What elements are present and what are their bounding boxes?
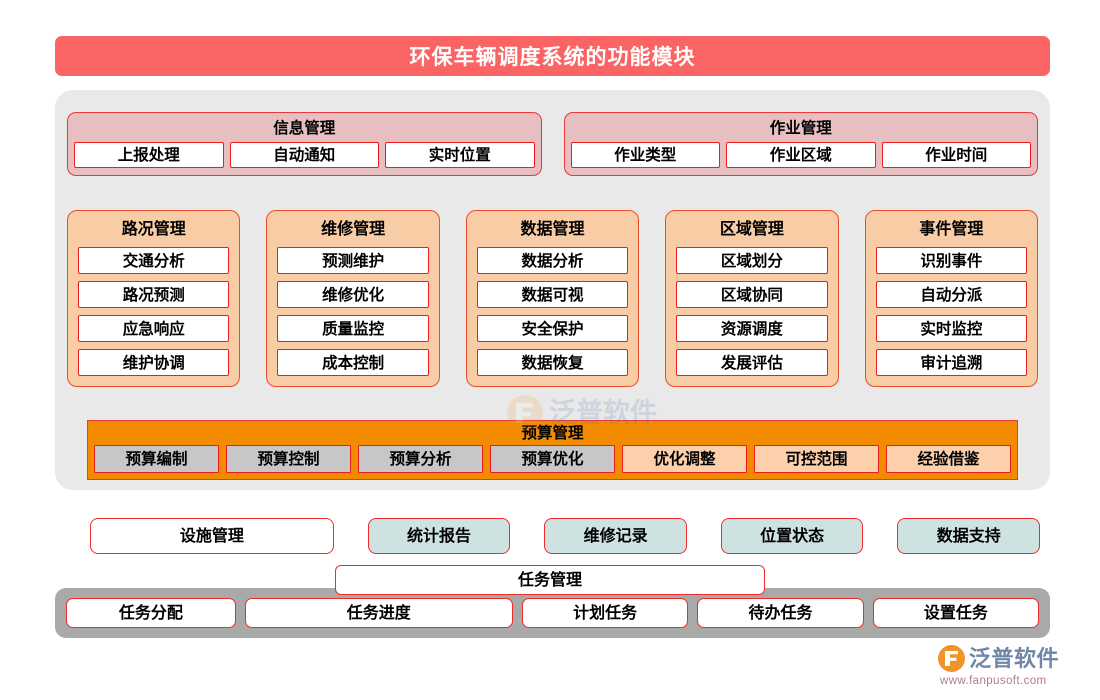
module-item[interactable]: 上报处理 (74, 142, 224, 168)
fanpu-logo-icon (938, 645, 965, 672)
module-item[interactable]: 数据恢复 (476, 349, 629, 376)
orange-group-row: 路况管理 交通分析 路况预测 应急响应 维护协调 维修管理 预测维护 维修优化 … (67, 210, 1039, 387)
group-title: 事件管理 (919, 221, 984, 238)
module-item[interactable]: 区域协同 (676, 281, 828, 308)
module-item[interactable]: 可控范围 (754, 445, 879, 473)
group-road-management: 路况管理 交通分析 路况预测 应急响应 维护协调 (67, 210, 241, 387)
page-title: 环保车辆调度系统的功能模块 (409, 46, 696, 69)
module-item[interactable]: 维修优化 (277, 281, 429, 308)
module-item[interactable]: 维护协调 (78, 349, 230, 376)
task-item-settings[interactable]: 设置任务 (872, 598, 1039, 628)
module-item[interactable]: 优化调整 (622, 445, 747, 473)
group-title: 作业管理 (769, 120, 832, 137)
group-maintenance-management: 维修管理 预测维护 维修优化 质量监控 成本控制 (266, 210, 440, 387)
module-item[interactable]: 作业时间 (881, 142, 1031, 168)
pill-repair-record[interactable]: 维修记录 (544, 518, 687, 554)
standalone-pill-row: 设施管理 统计报告 维修记录 位置状态 数据支持 (90, 518, 1041, 554)
pill-location-status[interactable]: 位置状态 (720, 518, 864, 554)
task-management-title: 任务管理 (335, 565, 765, 595)
group-title: 数据管理 (520, 221, 585, 238)
page-title-banner: 环保车辆调度系统的功能模块 (55, 36, 1050, 76)
module-item[interactable]: 资源调度 (676, 315, 828, 342)
brand-name: 泛普软件 (969, 645, 1060, 671)
module-item[interactable]: 识别事件 (875, 247, 1028, 274)
module-item[interactable]: 路况预测 (78, 281, 230, 308)
module-item[interactable]: 预算分析 (358, 445, 483, 473)
brand-logo: 泛普软件 www.fanpusoft.com (938, 642, 1088, 690)
module-item[interactable]: 发展评估 (676, 349, 828, 376)
task-item-assign[interactable]: 任务分配 (66, 598, 236, 628)
task-item-todo[interactable]: 待办任务 (697, 598, 864, 628)
module-item[interactable]: 经验借鉴 (886, 445, 1011, 473)
group-items: 作业类型 作业区域 作业时间 (570, 142, 1031, 168)
group-budget-management: 预算管理 预算编制 预算控制 预算分析 预算优化 优化调整 可控范围 经验借鉴 (87, 420, 1018, 480)
group-title: 信息管理 (273, 120, 336, 137)
module-item[interactable]: 作业类型 (570, 142, 720, 168)
brand-url: www.fanpusoft.com (940, 675, 1047, 687)
module-item[interactable]: 自动通知 (229, 142, 379, 168)
pill-data-support[interactable]: 数据支持 (897, 518, 1041, 554)
module-item[interactable]: 预算控制 (226, 445, 351, 473)
module-item[interactable]: 交通分析 (78, 247, 230, 274)
pill-statistical-report[interactable]: 统计报告 (367, 518, 511, 554)
module-item[interactable]: 预算优化 (490, 445, 615, 473)
group-operation-management: 作业管理 作业类型 作业区域 作业时间 (563, 112, 1038, 176)
group-area-management: 区域管理 区域划分 区域协同 资源调度 发展评估 (665, 210, 839, 387)
module-item[interactable]: 安全保护 (476, 315, 629, 342)
task-item-planned[interactable]: 计划任务 (521, 598, 689, 628)
module-item[interactable]: 预算编制 (94, 445, 219, 473)
module-item[interactable]: 数据可视 (476, 281, 629, 308)
group-items: 上报处理 自动通知 实时位置 (74, 142, 535, 168)
pink-group-row: 信息管理 上报处理 自动通知 实时位置 作业管理 作业类型 作业区域 作业时间 (67, 112, 1038, 176)
group-title: 维修管理 (321, 221, 386, 238)
group-data-management: 数据管理 数据分析 数据可视 安全保护 数据恢复 (465, 210, 640, 387)
modules-board: 信息管理 上报处理 自动通知 实时位置 作业管理 作业类型 作业区域 作业时间 … (55, 90, 1050, 490)
module-item[interactable]: 数据分析 (476, 247, 629, 274)
group-event-management: 事件管理 识别事件 自动分派 实时监控 审计追溯 (864, 210, 1039, 387)
module-item[interactable]: 自动分派 (875, 281, 1028, 308)
module-item[interactable]: 预测维护 (277, 247, 429, 274)
group-title: 区域管理 (719, 221, 784, 238)
group-info-management: 信息管理 上报处理 自动通知 实时位置 (67, 112, 542, 176)
module-item[interactable]: 审计追溯 (875, 349, 1028, 376)
module-item[interactable]: 作业区域 (726, 142, 876, 168)
module-item[interactable]: 实时位置 (385, 142, 535, 168)
brand-logo-top: 泛普软件 (938, 645, 1059, 672)
module-item[interactable]: 应急响应 (78, 315, 230, 342)
group-title: 预算管理 (521, 425, 584, 442)
group-items: 预算编制 预算控制 预算分析 预算优化 优化调整 可控范围 经验借鉴 (92, 445, 1013, 473)
pill-facility-management[interactable]: 设施管理 (90, 518, 334, 554)
module-item[interactable]: 区域划分 (676, 247, 828, 274)
task-management-bar: 任务分配 任务进度 计划任务 待办任务 设置任务 (55, 588, 1050, 638)
module-item[interactable]: 质量监控 (277, 315, 429, 342)
task-item-progress[interactable]: 任务进度 (244, 598, 513, 628)
module-item[interactable]: 成本控制 (277, 349, 429, 376)
group-title: 路况管理 (121, 221, 186, 238)
module-item[interactable]: 实时监控 (875, 315, 1028, 342)
